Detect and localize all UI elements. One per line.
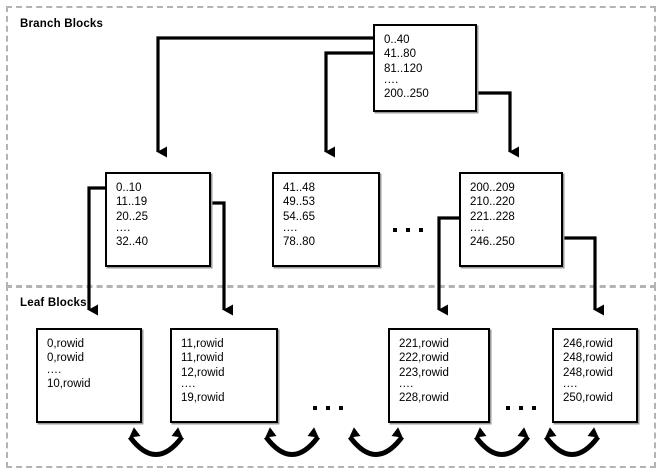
root-ellipsis: .... bbox=[384, 74, 399, 87]
branch-block-3[interactable]: 200..209 210..220 221..228 .... 246..250 bbox=[459, 172, 563, 267]
leaf-block-3[interactable]: 221,rowid 222,rowid 223,rowid .... 228,r… bbox=[388, 328, 490, 423]
leaf-2-entry-3: 12,rowid bbox=[181, 366, 225, 379]
leaf-4-ellipsis: .... bbox=[563, 378, 578, 391]
branch-1-ellipsis: .... bbox=[116, 222, 131, 235]
leaf-block-1[interactable]: 0,rowid 0,rowid .... 10,rowid bbox=[36, 328, 142, 423]
branch-2-entry-2: 49..53 bbox=[283, 196, 315, 209]
leaf-3-entry-3: 223,rowid bbox=[399, 366, 449, 379]
leaf-block-1-entries: 0,rowid 0,rowid .... 10,rowid bbox=[47, 337, 136, 391]
root-entry-1: 0..40 bbox=[384, 34, 410, 46]
leaf-1-entry-last: 10,rowid bbox=[47, 377, 91, 390]
leaf-1-entry-1: 0,rowid bbox=[47, 338, 85, 350]
leaf-4-entry-1: 246,rowid bbox=[563, 338, 613, 350]
branch-3-entry-2: 210..220 bbox=[470, 196, 515, 209]
branch-blocks-label: Branch Blocks bbox=[20, 18, 104, 30]
leaf-4-entry-2: 248,rowid bbox=[563, 352, 613, 365]
root-block[interactable]: 0..40 41..80 81..120 .... 200..250 bbox=[373, 24, 477, 112]
branch-2-entry-1: 41..48 bbox=[283, 182, 315, 194]
leaf-4-entry-last: 250,rowid bbox=[563, 392, 613, 405]
branch-blocks-region bbox=[6, 6, 656, 288]
leaf-blocks-region bbox=[6, 285, 656, 468]
branch-block-1-entries: 0..10 11..19 20..25 .... 32..40 bbox=[116, 181, 205, 250]
branch-block-1[interactable]: 0..10 11..19 20..25 .... 32..40 bbox=[105, 172, 211, 267]
leaf-2-ellipsis: .... bbox=[181, 378, 196, 391]
leaf-block-4[interactable]: 246,rowid 248,rowid 248,rowid .... 250,r… bbox=[552, 328, 638, 423]
leaf-block-3-entries: 221,rowid 222,rowid 223,rowid .... 228,r… bbox=[399, 337, 484, 406]
root-entry-last: 200..250 bbox=[384, 88, 429, 101]
leaf-4-entry-3: 248,rowid bbox=[563, 366, 613, 379]
branch-1-entry-last: 32..40 bbox=[116, 236, 148, 249]
leaf-block-2[interactable]: 11,rowid 11,rowid 12,rowid .... 19,rowid bbox=[170, 328, 278, 423]
leaf-1-ellipsis: .... bbox=[47, 363, 62, 376]
branch-2-entry-last: 78..80 bbox=[283, 236, 315, 249]
root-entry-3: 81..120 bbox=[384, 62, 423, 75]
leaf-2-entry-2: 11,rowid bbox=[181, 352, 224, 365]
leaf-3-ellipsis: .... bbox=[399, 378, 414, 391]
root-block-entries: 0..40 41..80 81..120 .... 200..250 bbox=[384, 33, 471, 102]
leaf-3-entry-last: 228,rowid bbox=[399, 392, 449, 405]
branch-1-entry-3: 20..25 bbox=[116, 210, 148, 223]
leaf-2-entry-1: 11,rowid bbox=[181, 338, 224, 350]
branch-2-entry-3: 54..65 bbox=[283, 210, 315, 223]
leaf-row-ellipsis-left-icon bbox=[313, 406, 343, 410]
branch-row-ellipsis-icon bbox=[393, 228, 423, 232]
branch-1-entry-2: 11..19 bbox=[116, 196, 148, 209]
leaf-block-2-entries: 11,rowid 11,rowid 12,rowid .... 19,rowid bbox=[181, 337, 272, 406]
leaf-3-entry-1: 221,rowid bbox=[399, 338, 449, 350]
root-entry-2: 41..80 bbox=[384, 48, 416, 61]
branch-block-3-entries: 200..209 210..220 221..228 .... 246..250 bbox=[470, 181, 557, 250]
leaf-2-entry-last: 19,rowid bbox=[181, 392, 225, 405]
branch-3-entry-3: 221..228 bbox=[470, 210, 515, 223]
leaf-row-ellipsis-right-icon bbox=[506, 406, 536, 410]
leaf-1-entry-2: 0,rowid bbox=[47, 352, 85, 365]
branch-3-entry-1: 200..209 bbox=[470, 182, 515, 194]
branch-2-ellipsis: .... bbox=[283, 222, 298, 235]
leaf-3-entry-2: 222,rowid bbox=[399, 352, 449, 365]
leaf-blocks-label: Leaf Blocks bbox=[20, 297, 87, 309]
branch-block-2-entries: 41..48 49..53 54..65 .... 78..80 bbox=[283, 181, 374, 250]
branch-3-entry-last: 246..250 bbox=[470, 236, 515, 249]
branch-block-2[interactable]: 41..48 49..53 54..65 .... 78..80 bbox=[272, 172, 380, 267]
branch-3-ellipsis: .... bbox=[470, 222, 485, 235]
branch-1-entry-1: 0..10 bbox=[116, 182, 142, 194]
leaf-block-4-entries: 246,rowid 248,rowid 248,rowid .... 250,r… bbox=[563, 337, 632, 406]
